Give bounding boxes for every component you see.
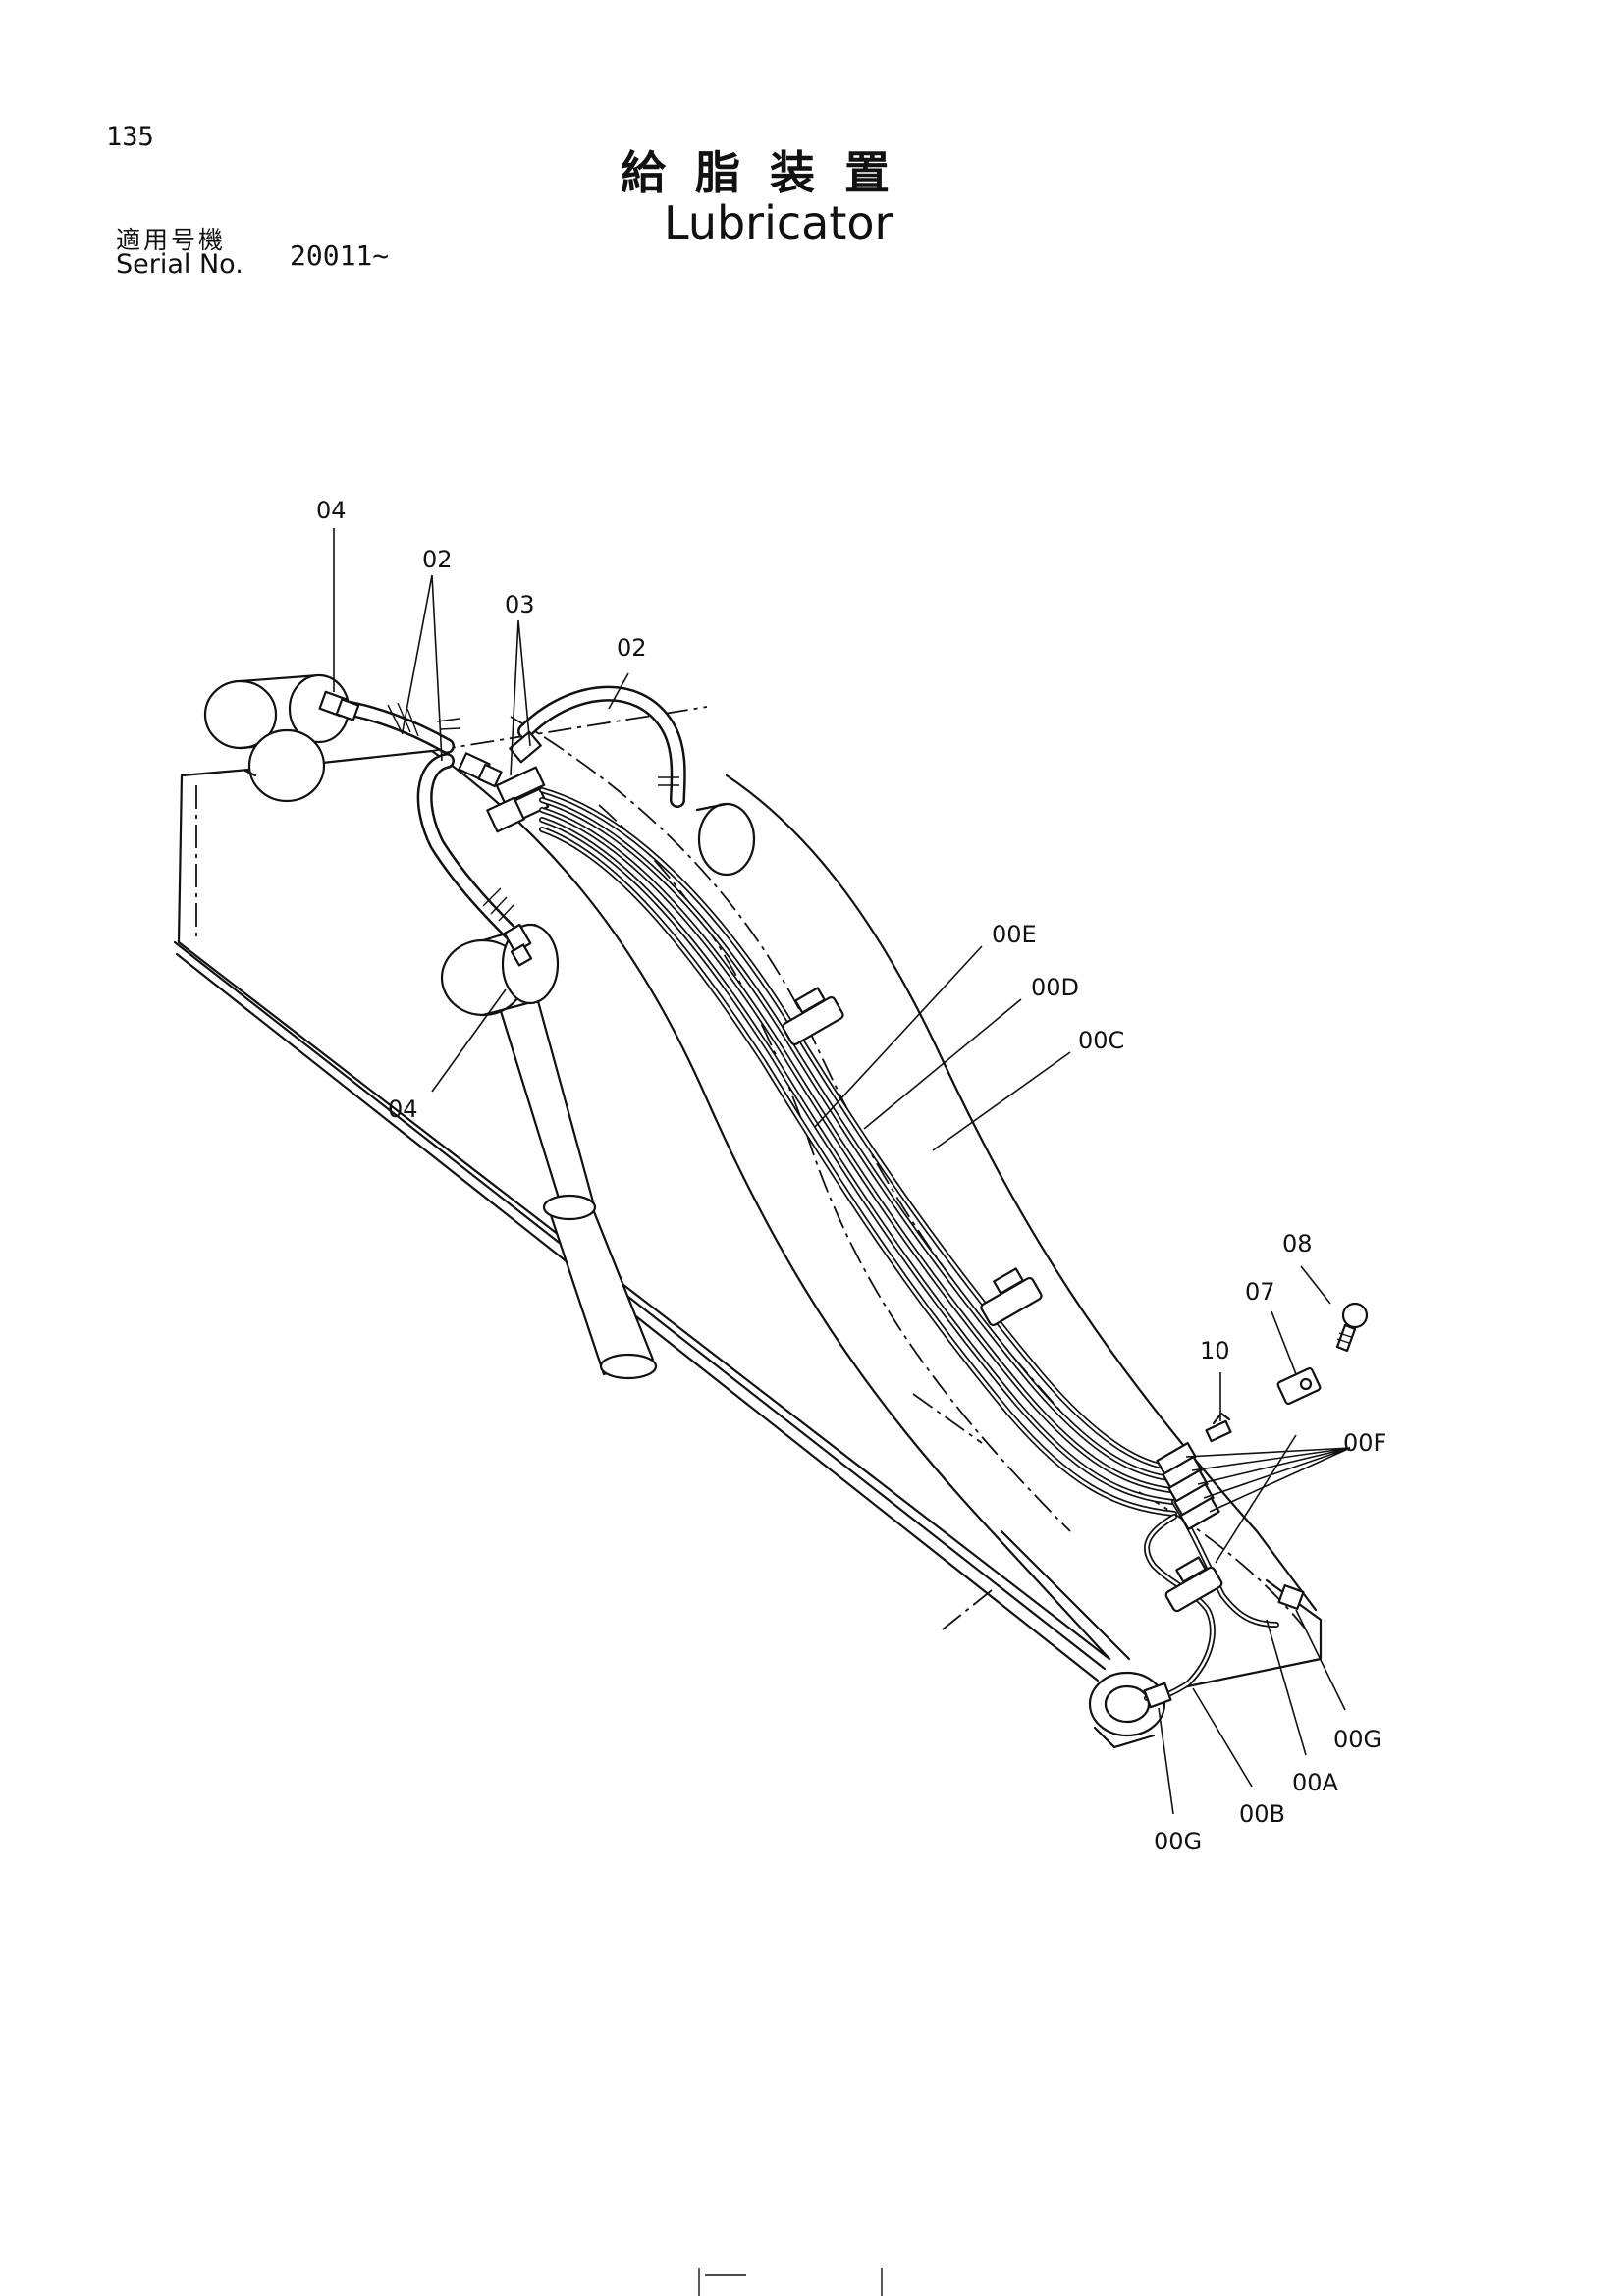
callout-02-left: 02 [422, 546, 453, 573]
callout-08: 08 [1282, 1230, 1313, 1257]
scan-edge-marks [698, 2268, 883, 2296]
callout-00E: 00E [992, 921, 1037, 948]
pipe-clamps [782, 987, 1223, 1613]
callout-02-right: 02 [617, 634, 647, 662]
callout-03: 03 [505, 591, 535, 618]
serial-label-japanese: 適用号機 [116, 226, 227, 254]
callout-leader-lines [333, 528, 1351, 1815]
callout-10: 10 [1200, 1337, 1230, 1364]
callout-labels: 04 02 03 02 04 00E 00D 00C 08 07 10 00F … [316, 497, 1386, 1855]
callout-07: 07 [1245, 1278, 1275, 1306]
lubrication-pipe-bundle [539, 787, 1279, 1701]
callout-00C: 00C [1078, 1027, 1124, 1054]
callout-00G-left: 00G [1154, 1828, 1202, 1855]
grease-fittings-block [1156, 1441, 1220, 1531]
page-title-japanese: 給脂装置 [621, 146, 919, 199]
callout-00G-right: 00G [1333, 1726, 1381, 1753]
hose-02-assemblies [331, 685, 686, 940]
callout-00D: 00D [1031, 974, 1079, 1001]
callout-04-top: 04 [316, 497, 347, 524]
fittings-03-04 [318, 690, 550, 967]
callout-00A: 00A [1292, 1769, 1339, 1796]
callout-00F: 00F [1343, 1429, 1386, 1457]
callout-00B: 00B [1239, 1800, 1285, 1828]
serial-label-english: Serial No. [116, 249, 243, 280]
page-number: 135 [106, 122, 154, 152]
callout-04-left: 04 [388, 1095, 418, 1123]
serial-number-range: 20011~ [290, 240, 390, 272]
loose-parts-07-08-10 [1143, 1302, 1369, 1709]
boom-cylinder [440, 923, 658, 1380]
page-title-english: Lubricator [664, 196, 893, 249]
